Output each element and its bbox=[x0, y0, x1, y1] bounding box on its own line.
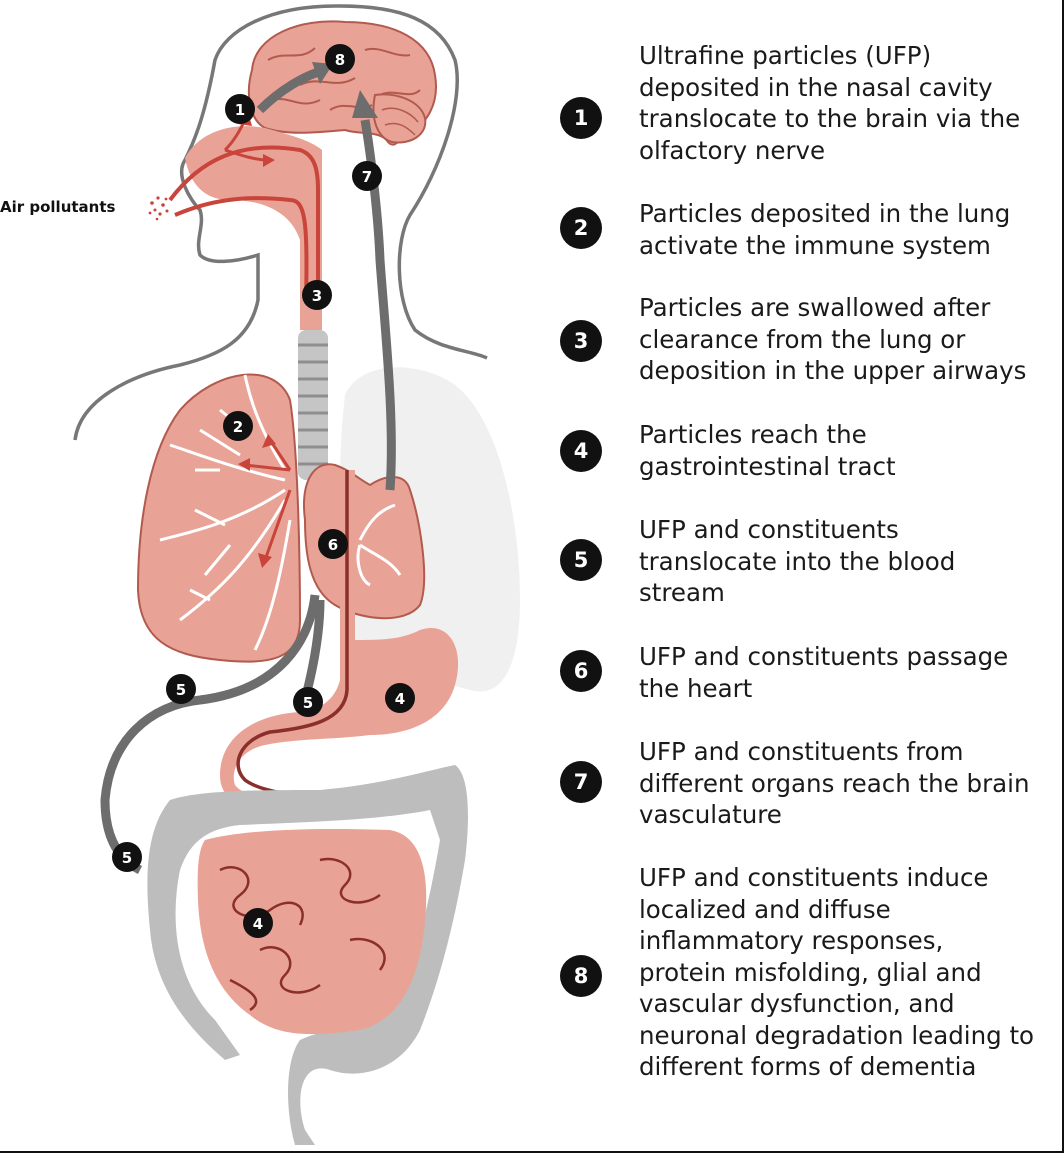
legend-text-8: UFP and constituents induce localized an… bbox=[639, 863, 1035, 1081]
badge-1: 1 bbox=[225, 94, 255, 124]
lungs bbox=[136, 373, 302, 663]
legend-text-6: UFP and constituents passage the heart bbox=[639, 642, 1009, 703]
legend-text-2: Particles deposited in the lung activate… bbox=[639, 199, 1011, 260]
badge-5a: 5 bbox=[166, 674, 196, 704]
legend-number-6: 6 bbox=[560, 650, 602, 692]
svg-text:4: 4 bbox=[395, 690, 405, 708]
svg-text:4: 4 bbox=[253, 915, 263, 933]
legend-text-1: Ultrafine particles (UFP) deposited in t… bbox=[639, 41, 1021, 165]
legend-number-4: 4 bbox=[560, 430, 602, 472]
svg-text:5: 5 bbox=[303, 694, 313, 712]
badge-4a: 4 bbox=[385, 683, 415, 713]
brain bbox=[247, 20, 437, 146]
pollutant-particles bbox=[148, 196, 169, 221]
legend-number-8: 8 bbox=[560, 955, 602, 997]
large-intestine bbox=[147, 765, 468, 1145]
svg-text:2: 2 bbox=[233, 418, 243, 436]
badge-5c: 5 bbox=[112, 842, 142, 872]
svg-text:3: 3 bbox=[312, 287, 322, 305]
badge-6: 6 bbox=[318, 529, 348, 559]
svg-text:1: 1 bbox=[235, 101, 245, 119]
badge-7: 7 bbox=[352, 161, 382, 191]
legend-number-1: 1 bbox=[560, 97, 602, 139]
svg-text:7: 7 bbox=[362, 168, 372, 186]
badge-5b: 5 bbox=[293, 687, 323, 717]
svg-text:6: 6 bbox=[328, 536, 338, 554]
small-intestine bbox=[197, 829, 427, 1035]
particle-pathways bbox=[168, 112, 320, 568]
badge-4b: 4 bbox=[243, 908, 273, 938]
legend-text-3: Particles are swallowed after clearance … bbox=[639, 293, 1027, 385]
airways bbox=[185, 126, 322, 330]
svg-text:5: 5 bbox=[122, 849, 132, 867]
body-outline bbox=[73, 4, 488, 441]
anatomy-diagram: 1 8 7 3 2 6 5 5 4 5 4 bbox=[73, 4, 520, 1145]
legend-text-4: Particles reach the gastrointestinal tra… bbox=[639, 420, 896, 481]
badge-2: 2 bbox=[223, 411, 253, 441]
legend-number-5: 5 bbox=[560, 539, 602, 581]
badge-8: 8 bbox=[325, 44, 355, 74]
air-pollutants-label: Air pollutants bbox=[0, 198, 116, 216]
diagram-badges: 1 8 7 3 2 6 5 5 4 5 4 bbox=[112, 44, 415, 938]
badge-3: 3 bbox=[302, 280, 332, 310]
svg-text:8: 8 bbox=[335, 51, 345, 69]
legend-number-3: 3 bbox=[560, 320, 602, 362]
legend-number-2: 2 bbox=[560, 207, 602, 249]
svg-text:5: 5 bbox=[176, 681, 186, 699]
legend-text-7: UFP and constituents from different orga… bbox=[639, 737, 1030, 829]
legend-text-5: UFP and constituents translocate into th… bbox=[639, 515, 956, 607]
legend-number-7: 7 bbox=[560, 761, 602, 803]
heart bbox=[303, 463, 426, 620]
